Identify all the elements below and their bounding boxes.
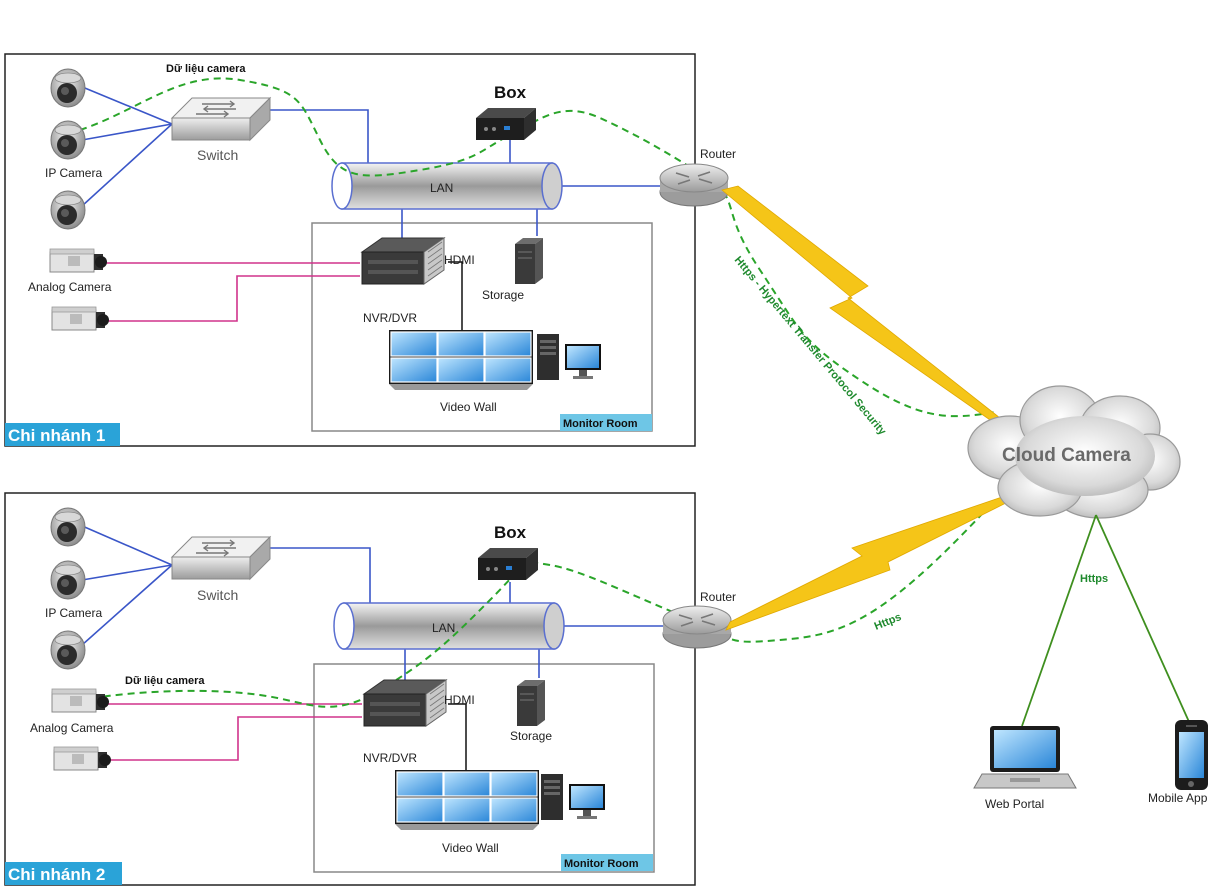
box-label: Box	[494, 83, 527, 102]
video-wall-label: Video Wall	[440, 400, 497, 414]
https-label: Https	[873, 611, 904, 633]
video-wall-icon	[394, 769, 540, 831]
box-label: Box	[494, 523, 527, 542]
branch-frame	[4, 492, 696, 886]
camera-data-label: Dữ liệu camera	[125, 675, 205, 687]
switch-label: Switch	[197, 147, 238, 163]
storage-icon	[514, 237, 544, 285]
monitor-room-frame	[313, 663, 655, 873]
storage-label: Storage	[482, 288, 524, 302]
ip-camera-icon	[50, 560, 86, 600]
nvr-icon	[361, 237, 445, 285]
ip-camera-icon	[50, 630, 86, 670]
cloud-camera: Cloud Camera	[967, 385, 1181, 519]
lan-pipe	[331, 162, 563, 210]
monitor-room-label: Monitor Room	[563, 418, 638, 430]
lightning-bolt-2	[725, 495, 1009, 631]
video-wall-icon	[388, 329, 534, 391]
analog-camera-icon	[51, 688, 110, 713]
client-links	[1021, 514, 1191, 727]
laptop-icon	[973, 726, 1077, 789]
ip-camera-label: IP Camera	[45, 606, 102, 620]
monitor-room-tag	[561, 854, 653, 871]
router-icon	[659, 163, 729, 207]
https-clients-label: Https	[1080, 573, 1108, 585]
hdmi-link	[448, 261, 463, 334]
mobile-phone-icon	[1175, 720, 1208, 790]
analog-camera-label: Analog Camera	[30, 721, 114, 735]
analog-camera-label: Analog Camera	[28, 280, 112, 294]
pc-icon	[541, 774, 605, 820]
monitor-room-label: Monitor Room	[564, 858, 639, 870]
camera-data-label: Dữ liệu camera	[166, 63, 246, 75]
monitor-room-frame	[311, 222, 653, 432]
analog-camera-icon	[51, 306, 110, 331]
web-portal-label: Web Portal	[985, 797, 1044, 811]
analog-links	[104, 703, 362, 761]
lan-pipe	[333, 602, 565, 650]
router-icon	[662, 605, 732, 649]
branch-tag-label: Chi nhánh 2	[8, 865, 105, 884]
storage-icon	[516, 679, 546, 727]
lan-label: LAN	[432, 621, 455, 635]
ip-camera-label: IP Camera	[45, 166, 102, 180]
box-icon	[478, 548, 538, 580]
monitor-room-tag	[560, 414, 652, 431]
data-path	[79, 77, 996, 418]
lightning-bolt-1	[721, 185, 1001, 423]
box-icon	[476, 108, 536, 140]
ip-camera-icon	[50, 507, 86, 547]
hdmi-link	[448, 703, 467, 775]
branch-tag-label: Chi nhánh 1	[8, 426, 105, 445]
switch-icon	[171, 97, 271, 141]
ip-camera-icon	[50, 190, 86, 230]
nvr-label: NVR/DVR	[363, 751, 417, 765]
branch-tag	[5, 862, 122, 885]
video-wall-label: Video Wall	[442, 841, 499, 855]
analog-camera-icon	[53, 746, 112, 771]
router-label: Router	[700, 147, 736, 161]
analog-links	[104, 262, 360, 322]
router-label: Router	[700, 590, 736, 604]
switch-label: Switch	[197, 587, 238, 603]
cloud-label: Cloud Camera	[1002, 445, 1131, 466]
storage-label: Storage	[510, 729, 552, 743]
pc-icon	[537, 334, 601, 380]
switch-icon	[171, 536, 271, 580]
branch-1: Dữ liệu camera IP Camera Analog Camera S…	[4, 53, 996, 447]
branch-2: Dữ liệu camera IP Camera Analog Camera S…	[4, 492, 996, 886]
https-long-label: Https - Hypertext Transfer Protocol Secu…	[732, 254, 889, 438]
ip-camera-icon	[50, 120, 86, 160]
nvr-label: NVR/DVR	[363, 311, 417, 325]
branch-frame	[4, 53, 696, 447]
nvr-icon	[363, 679, 447, 727]
cloud-icon	[967, 385, 1181, 519]
hdmi-label: HDMI	[444, 693, 475, 707]
lan-label: LAN	[430, 181, 453, 195]
branch-tag	[5, 423, 120, 446]
mobile-app-label: Mobile App	[1148, 791, 1208, 805]
ip-camera-icon	[50, 68, 86, 108]
analog-camera-icon	[49, 248, 108, 273]
hdmi-label: HDMI	[444, 253, 475, 267]
